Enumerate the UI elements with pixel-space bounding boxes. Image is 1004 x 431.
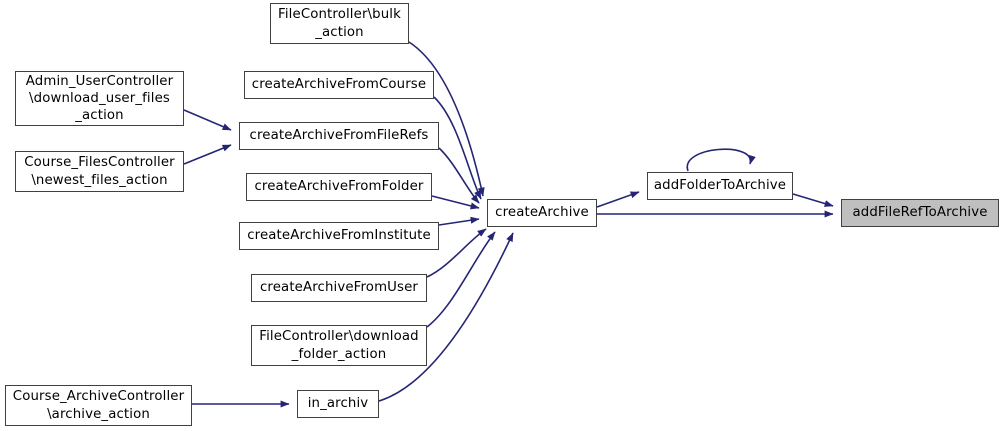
node-label-course-filescontroller-newest-files-action: Course_FilesController \newest_files_act… <box>24 155 175 188</box>
node-createarchivefromcourse[interactable]: createArchiveFromCourse <box>244 71 434 99</box>
edge-createarchive-to-addfoldertoarchive <box>596 191 640 208</box>
node-label-filecontroller-download-folder-action: FileController\download _folder_action <box>259 329 419 362</box>
edge-in-archiv-to-createarchive <box>378 232 514 402</box>
node-label-createarchivefromfilerefs: createArchiveFromFileRefs <box>249 128 429 144</box>
edge-addfoldertoarchive-to-addfilereftoarchive <box>792 193 834 207</box>
node-label-course-archivecontroller-archive-action: Course_ArchiveController \archive_action <box>12 389 185 422</box>
node-createarchivefromuser[interactable]: createArchiveFromUser <box>251 274 427 302</box>
edge-createarchivefromcourse-to-createarchive <box>433 96 482 200</box>
node-label-createarchivefromcourse: createArchiveFromCourse <box>251 77 427 93</box>
node-createarchive[interactable]: createArchive <box>487 199 597 227</box>
node-admin-usercontroller-download-user-files-action[interactable]: Admin_UserController \download_user_file… <box>15 71 184 126</box>
node-label-admin-usercontroller-download-user-files-action: Admin_UserController \download_user_file… <box>25 73 174 124</box>
node-in-archiv[interactable]: in_archiv <box>297 390 379 418</box>
node-createarchivefromfolder[interactable]: createArchiveFromFolder <box>246 173 432 201</box>
edge-admin-usercontroller-download-user-files-action-to-createarchivefromfilerefs <box>183 109 232 131</box>
node-label-createarchivefromfolder: createArchiveFromFolder <box>254 179 424 195</box>
node-addfoldertoarchive[interactable]: addFolderToArchive <box>647 172 793 200</box>
edge-createarchivefromfolder-to-createarchive <box>431 195 480 210</box>
edge-createarchivefromfilerefs-to-createarchive <box>438 147 480 204</box>
node-filecontroller-download-folder-action[interactable]: FileController\download _folder_action <box>251 325 427 366</box>
node-course-archivecontroller-archive-action[interactable]: Course_ArchiveController \archive_action <box>5 385 192 426</box>
node-label-addfoldertoarchive: addFolderToArchive <box>653 178 787 194</box>
node-createarchivefromfilerefs[interactable]: createArchiveFromFileRefs <box>239 122 439 150</box>
node-course-filescontroller-newest-files-action[interactable]: Course_FilesController \newest_files_act… <box>15 151 184 192</box>
edge-addfoldertoarchive-to-addfoldertoarchive <box>686 148 756 172</box>
node-filecontroller-bulk-action[interactable]: FileController\bulk _action <box>270 3 409 44</box>
node-label-filecontroller-bulk-action: FileController\bulk _action <box>278 7 401 40</box>
node-label-createarchivefromuser: createArchiveFromUser <box>259 280 418 296</box>
node-label-addfilereftoarchive: addFileRefToArchive <box>852 205 988 221</box>
node-label-createarchive: createArchive <box>495 205 589 221</box>
node-label-in-archiv: in_archiv <box>307 396 369 412</box>
node-createarchivefrominstitute[interactable]: createArchiveFromInstitute <box>239 222 439 250</box>
node-addfilereftoarchive[interactable]: addFileRefToArchive <box>841 199 999 227</box>
node-label-createarchivefrominstitute: createArchiveFromInstitute <box>247 228 431 244</box>
edge-course-filescontroller-newest-files-action-to-createarchivefromfilerefs <box>183 144 232 165</box>
edge-createarchivefrominstitute-to-createarchive <box>438 216 480 226</box>
